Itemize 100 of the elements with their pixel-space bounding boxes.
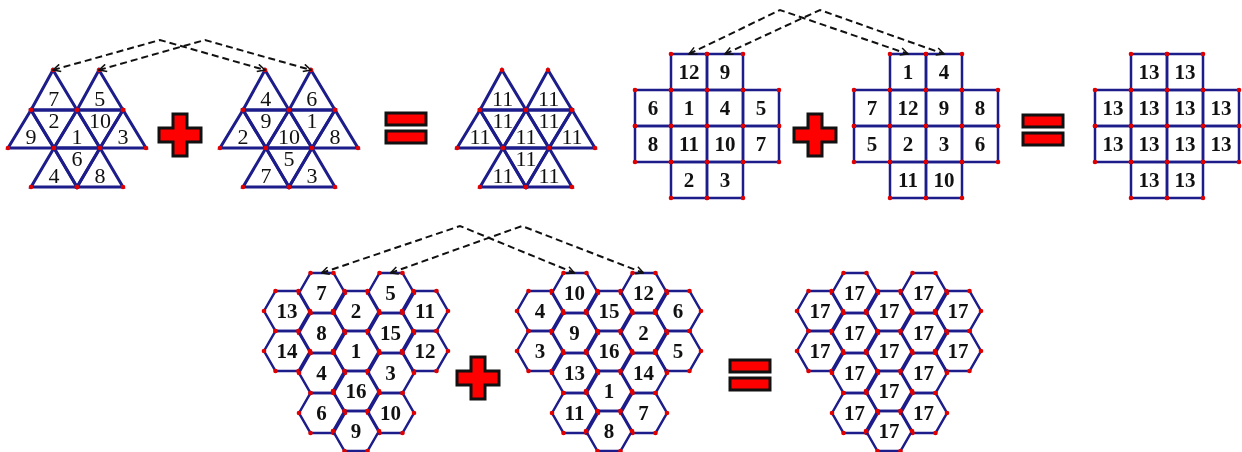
cell-number: 2: [350, 300, 362, 322]
cell-number: 10: [933, 169, 955, 191]
hexagon-cell: [652, 328, 704, 374]
cell-number: 13: [276, 300, 298, 322]
cell-number: 1: [902, 61, 914, 83]
cell-number: 14: [633, 362, 654, 384]
cell-number: 4: [48, 165, 60, 187]
cell-number: 11: [415, 300, 435, 322]
cell-number: 9: [260, 109, 272, 132]
cell-number: 11: [898, 169, 918, 191]
dashed-arrow: [98, 38, 312, 73]
cell-number: 7: [866, 97, 878, 119]
cell-number: 11: [492, 109, 514, 132]
square-cell: [1200, 123, 1242, 165]
cell-number: 17: [878, 420, 900, 442]
cell-number: 3: [938, 133, 950, 155]
cell-number: 13: [1174, 169, 1196, 191]
square-cell: [740, 123, 782, 165]
cell-number: 6: [672, 300, 684, 322]
cell-number: 4: [938, 61, 950, 83]
hexagon-cell: [330, 408, 382, 452]
cell-number: 4: [534, 300, 546, 322]
hexagon-cell: [828, 390, 881, 436]
cell-number: 3: [385, 362, 396, 384]
cell-number: 17: [913, 362, 934, 384]
cell-number: 17: [844, 282, 865, 304]
cell-number: 12: [414, 340, 436, 362]
cell-number: 7: [48, 87, 60, 110]
cell-number: 8: [316, 322, 327, 344]
hexagon-cell: [583, 408, 635, 452]
hexagon-cell: [897, 390, 950, 436]
cell-number: 8: [94, 165, 106, 187]
triangle-cell: [286, 145, 338, 190]
cell-number: 11: [561, 126, 583, 149]
square-cell: [923, 159, 965, 201]
cell-number: 10: [278, 126, 300, 149]
cell-number: 13: [1138, 133, 1160, 155]
hexagon-cell: [932, 328, 984, 374]
cell-number: 17: [913, 322, 934, 344]
cell-number: 14: [276, 340, 298, 362]
cell-number: 5: [672, 340, 684, 362]
cell-number: 17: [913, 402, 934, 424]
cell-number: 10: [714, 133, 736, 155]
cell-number: 8: [329, 126, 341, 149]
hexagon-cell: [794, 328, 846, 374]
cell-number: 10: [380, 402, 401, 424]
cell-number: 13: [1210, 133, 1232, 155]
hexagon-cell: [617, 390, 670, 436]
cell-number: 17: [844, 322, 865, 344]
cell-number: 13: [1174, 97, 1196, 119]
cell-number: 9: [938, 97, 950, 119]
cell-number: 8: [603, 420, 615, 442]
cell-number: 16: [598, 340, 620, 362]
cell-number: 13: [1102, 97, 1124, 119]
cell-number: 13: [1210, 97, 1232, 119]
cell-number: 10: [89, 109, 111, 132]
cell-number: 3: [719, 169, 731, 191]
cell-number: 3: [306, 165, 318, 187]
cell-number: 11: [564, 402, 585, 424]
hexagon-cell: [514, 328, 566, 374]
cell-number: 9: [719, 61, 731, 83]
cell-number: 10: [564, 282, 585, 304]
cell-number: 17: [809, 300, 831, 322]
cell-number: 1: [306, 109, 318, 132]
cell-number: 16: [345, 380, 367, 402]
cell-number: 4: [719, 97, 731, 119]
cell-number: 2: [237, 126, 249, 149]
cell-number: 17: [809, 340, 831, 362]
cell-number: 7: [638, 402, 649, 424]
cell-number: 15: [380, 322, 401, 344]
hexagon-cell: [863, 408, 915, 452]
dashed-arrow: [389, 224, 645, 275]
square-cell: [1164, 159, 1206, 201]
cell-number: 4: [316, 362, 327, 384]
cell-number: 17: [844, 362, 865, 384]
cell-number: 2: [48, 109, 60, 132]
cell-number: 7: [755, 133, 767, 155]
cell-number: 13: [1102, 133, 1124, 155]
cell-number: 5: [283, 148, 295, 170]
triangle-cell: [309, 107, 361, 151]
cell-number: 17: [878, 300, 900, 322]
cell-number: 17: [844, 402, 865, 424]
cell-number: 13: [564, 362, 585, 384]
cell-number: 12: [678, 61, 700, 83]
cell-number: 8: [647, 133, 659, 155]
triangle-cell: [74, 145, 126, 190]
cell-number: 2: [902, 133, 914, 155]
cell-number: 5: [94, 87, 106, 110]
cell-number: 9: [350, 420, 362, 442]
cell-number: 8: [974, 97, 986, 119]
cell-number: 13: [1174, 133, 1196, 155]
cell-number: 2: [683, 169, 695, 191]
cell-number: 6: [974, 133, 986, 155]
cell-number: 6: [306, 87, 318, 110]
cell-number: 17: [878, 340, 900, 362]
cell-number: 9: [569, 322, 580, 344]
dashed-arrow: [688, 8, 909, 56]
hexagon-cell: [548, 390, 601, 436]
cell-number: 3: [117, 126, 129, 149]
cell-number: 17: [947, 300, 969, 322]
